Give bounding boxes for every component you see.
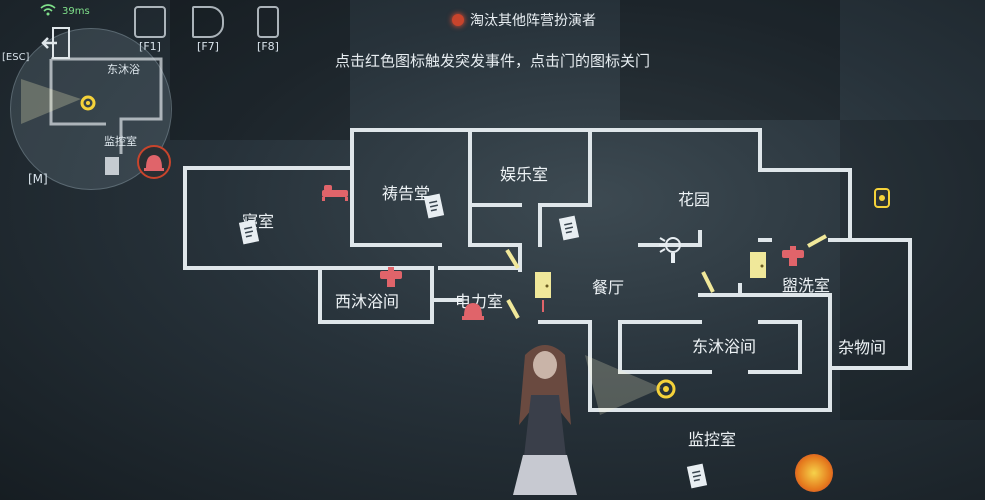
document-icon xyxy=(134,6,166,38)
clue-prayer[interactable] xyxy=(423,192,447,224)
room-label-prayer: 祷告堂 xyxy=(382,184,431,203)
room-label-dining: 餐厅 xyxy=(592,278,625,297)
ping-value: 39ms xyxy=(62,6,90,17)
watermark xyxy=(795,454,833,492)
room-label-east-bath: 东沐浴间 xyxy=(692,337,757,356)
wifi-icon xyxy=(40,4,56,19)
document-icon xyxy=(558,215,580,241)
document-icon xyxy=(423,193,445,219)
door-icon xyxy=(750,252,766,278)
clue-entertainment[interactable] xyxy=(558,214,582,246)
spotlight-icon xyxy=(659,237,681,263)
alarm-button[interactable] xyxy=(137,145,171,183)
camera-cone xyxy=(585,355,662,415)
room-label-monitor: 监控室 xyxy=(688,430,737,449)
valve-icon xyxy=(380,267,402,287)
minimap[interactable]: 东沐浴 监控室 xyxy=(10,28,172,190)
power-alarm-button[interactable] xyxy=(459,300,487,326)
room-label-garden: 花园 xyxy=(678,190,711,209)
hotkey-f7-button[interactable]: [F7] xyxy=(186,6,230,53)
wall-shadow xyxy=(170,0,350,140)
clue-monitor[interactable] xyxy=(686,462,710,494)
player-character xyxy=(513,345,577,495)
map-toggle-label[interactable]: [M] xyxy=(28,172,48,186)
hotkey-label: [F8] xyxy=(257,40,279,53)
hint-text: 点击红色图标触发突发事件，点击门的图标关门 xyxy=(335,52,651,70)
minimap-walls xyxy=(21,57,163,175)
watermark-logo-icon xyxy=(795,454,833,492)
hotkey-label: [F7] xyxy=(197,40,219,53)
bed-event-button[interactable] xyxy=(320,182,350,206)
document-icon xyxy=(686,463,708,489)
storage-item-button[interactable] xyxy=(870,183,894,215)
alarm-icon xyxy=(137,145,171,179)
alarm-light-icon xyxy=(462,303,484,320)
washroom-door-button[interactable] xyxy=(748,250,768,284)
door-icon xyxy=(535,272,551,312)
minimap-label: 监控室 xyxy=(104,135,137,148)
camera-icon xyxy=(656,379,676,399)
speaker-icon xyxy=(192,6,224,38)
monitor-camera-button[interactable] xyxy=(655,378,677,404)
wall-shadow xyxy=(620,0,840,120)
exit-door-icon xyxy=(39,26,73,63)
valve-icon xyxy=(782,246,804,266)
bed-icon xyxy=(322,185,348,201)
dining-door-button[interactable] xyxy=(533,270,553,318)
objective-banner: 淘汰其他阵营扮演者 xyxy=(452,10,596,30)
esc-label: [ESC] xyxy=(2,52,30,63)
room-label-entertainment: 娱乐室 xyxy=(500,165,549,184)
hotkey-f8-button[interactable]: [F8] xyxy=(246,6,290,53)
status-bar: 39ms xyxy=(40,4,90,19)
document-icon xyxy=(238,219,260,245)
exit-button[interactable]: [ESC] xyxy=(2,26,73,63)
phone-icon xyxy=(257,6,279,38)
room-label-storage: 杂物间 xyxy=(838,338,887,357)
lantern-icon xyxy=(874,188,890,208)
garden-camera-button[interactable] xyxy=(656,232,686,270)
room-label-west-bath: 西沐浴间 xyxy=(335,292,400,311)
minimap-label: 东沐浴 xyxy=(107,63,140,76)
clue-bedroom[interactable] xyxy=(238,218,262,250)
objective-text: 淘汰其他阵营扮演者 xyxy=(470,13,596,29)
alert-dot-icon xyxy=(452,14,464,26)
washroom-valve-button[interactable] xyxy=(780,244,806,272)
west-bath-valve-button[interactable] xyxy=(378,265,404,293)
room-label-washroom: 盥洗室 xyxy=(782,276,831,295)
